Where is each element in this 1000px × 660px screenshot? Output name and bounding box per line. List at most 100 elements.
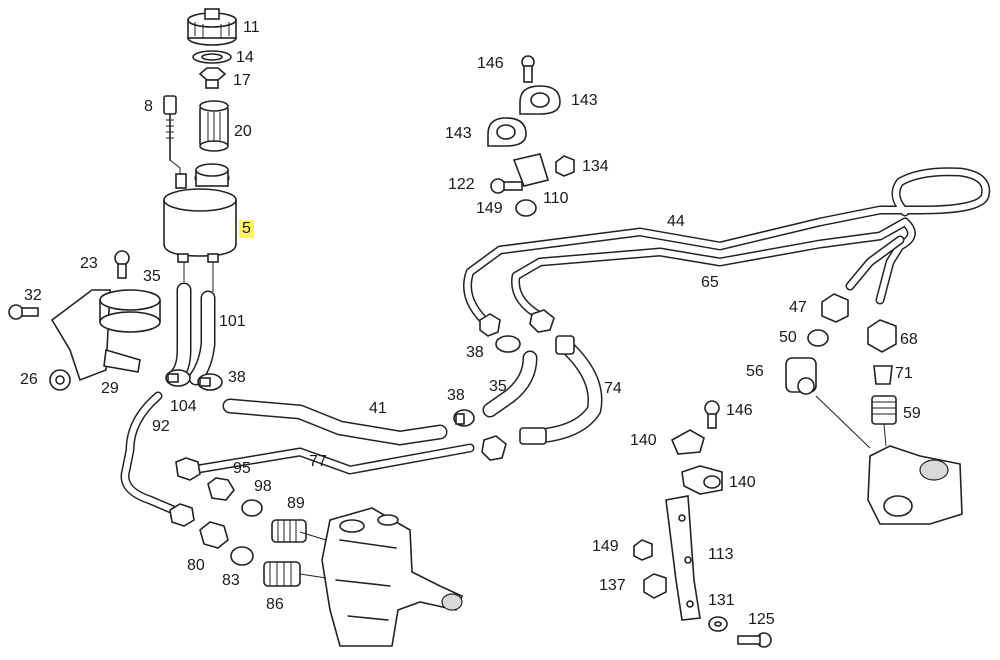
label-80[interactable]: 80: [187, 557, 205, 574]
fitting-98[interactable]: [241, 499, 263, 517]
bolt-125[interactable]: [737, 632, 772, 648]
fitting-89[interactable]: [271, 519, 307, 543]
label-56[interactable]: 56: [746, 363, 764, 380]
union-nut-pipe-65-left[interactable]: [529, 309, 555, 333]
bolt-32[interactable]: [8, 304, 39, 320]
bracket-113[interactable]: [665, 495, 701, 621]
clamp-143-upper[interactable]: [519, 85, 561, 115]
label-125[interactable]: 125: [748, 611, 775, 628]
hose-clamp-38-lower[interactable]: [453, 409, 475, 427]
cap-seal-ring[interactable]: [192, 50, 232, 64]
label-146-top[interactable]: 146: [477, 55, 504, 72]
label-89[interactable]: 89: [287, 495, 305, 512]
label-149-lower[interactable]: 149: [592, 538, 619, 555]
hose-clamp-38-left[interactable]: [197, 373, 223, 391]
label-41[interactable]: 41: [369, 400, 387, 417]
bolt-122[interactable]: [490, 178, 523, 194]
label-68[interactable]: 68: [900, 331, 918, 348]
label-14[interactable]: 14: [236, 49, 254, 66]
union-nut-pipe-92-top[interactable]: [175, 457, 201, 481]
pipe-65[interactable]: [511, 217, 916, 321]
pipe-44[interactable]: [463, 167, 991, 331]
label-149-top[interactable]: 149: [476, 200, 503, 217]
fitting-56[interactable]: [785, 357, 817, 395]
hose-74[interactable]: [532, 342, 603, 444]
label-137[interactable]: 137: [599, 577, 626, 594]
label-140-upper[interactable]: 140: [630, 432, 657, 449]
union-nut-pipe-77-right[interactable]: [481, 435, 507, 461]
label-74[interactable]: 74: [604, 380, 622, 397]
nut-149-top[interactable]: [515, 199, 537, 217]
cap-nut[interactable]: [198, 67, 227, 89]
nut-149-lower[interactable]: [633, 539, 653, 561]
label-11[interactable]: 11: [243, 19, 260, 36]
bolt-146-lower[interactable]: [704, 400, 720, 429]
label-50[interactable]: 50: [779, 329, 797, 346]
nut-68[interactable]: [867, 319, 897, 353]
hose-41[interactable]: [222, 398, 448, 446]
label-101[interactable]: 101: [219, 313, 246, 330]
label-35-left[interactable]: 35: [143, 268, 161, 285]
hose-clamp-38-centre[interactable]: [495, 335, 521, 353]
clamp-140-upper[interactable]: [670, 429, 705, 455]
filter-element[interactable]: [199, 100, 229, 152]
hose-clamp-104[interactable]: [165, 369, 191, 387]
label-77[interactable]: 77: [309, 453, 327, 470]
fitting-95[interactable]: [207, 477, 235, 501]
bolt-146-top[interactable]: [521, 55, 535, 83]
label-131[interactable]: 131: [708, 592, 735, 609]
nut-47[interactable]: [821, 293, 849, 323]
label-65[interactable]: 65: [701, 274, 719, 291]
label-29[interactable]: 29: [101, 380, 119, 397]
fitting-86[interactable]: [263, 561, 301, 587]
label-140-lower[interactable]: 140: [729, 474, 756, 491]
hose-35[interactable]: [168, 282, 192, 384]
steering-gearbox[interactable]: [321, 507, 464, 647]
label-113[interactable]: 113: [708, 546, 734, 563]
label-44[interactable]: 44: [667, 213, 685, 230]
nut-134[interactable]: [555, 155, 575, 177]
label-122[interactable]: 122: [448, 176, 475, 193]
label-104[interactable]: 104: [170, 398, 197, 415]
clamp-143-lower[interactable]: [487, 117, 527, 147]
union-nut-pipe-92-bottom[interactable]: [169, 503, 195, 527]
reservoir-bracket[interactable]: [50, 289, 161, 382]
label-38-lower[interactable]: 38: [447, 387, 465, 404]
clamp-140-lower[interactable]: [681, 465, 723, 495]
pipe-77[interactable]: [187, 443, 475, 475]
label-71[interactable]: 71: [895, 365, 913, 382]
label-35-right[interactable]: 35: [489, 378, 507, 395]
union-nut-pipe-44-left[interactable]: [479, 313, 501, 337]
reservoir-tank[interactable]: [163, 159, 237, 263]
fitting-80[interactable]: [199, 521, 229, 549]
fitting-59[interactable]: [871, 395, 897, 425]
label-98[interactable]: 98: [254, 478, 272, 495]
hose-fitting-74-top[interactable]: [555, 335, 575, 355]
label-8[interactable]: 8: [144, 98, 153, 115]
label-26[interactable]: 26: [20, 371, 38, 388]
hose-101[interactable]: [188, 290, 216, 386]
label-23[interactable]: 23: [80, 255, 98, 272]
washer-50[interactable]: [807, 329, 829, 347]
washer-131[interactable]: [708, 616, 728, 632]
bolt-23[interactable]: [114, 250, 130, 279]
label-92[interactable]: 92: [152, 418, 170, 435]
label-86[interactable]: 86: [266, 596, 284, 613]
label-5-highlighted[interactable]: 5: [239, 220, 254, 238]
label-95[interactable]: 95: [233, 460, 251, 477]
label-110[interactable]: 110: [543, 190, 569, 207]
label-17[interactable]: 17: [233, 72, 251, 89]
label-59[interactable]: 59: [903, 405, 921, 422]
label-143-upper[interactable]: 143: [571, 92, 598, 109]
label-32[interactable]: 32: [24, 287, 42, 304]
nut-26[interactable]: [49, 369, 71, 391]
pipe-branch-47[interactable]: [845, 235, 905, 291]
nut-137[interactable]: [643, 573, 667, 599]
bracket-plate-top[interactable]: [512, 153, 550, 187]
hose-35-right[interactable]: [482, 350, 538, 418]
label-134[interactable]: 134: [582, 158, 609, 175]
label-38-centre[interactable]: 38: [466, 344, 484, 361]
seal-71[interactable]: [873, 365, 893, 385]
reservoir-cap[interactable]: [187, 8, 237, 46]
label-38-left[interactable]: 38: [228, 369, 246, 386]
